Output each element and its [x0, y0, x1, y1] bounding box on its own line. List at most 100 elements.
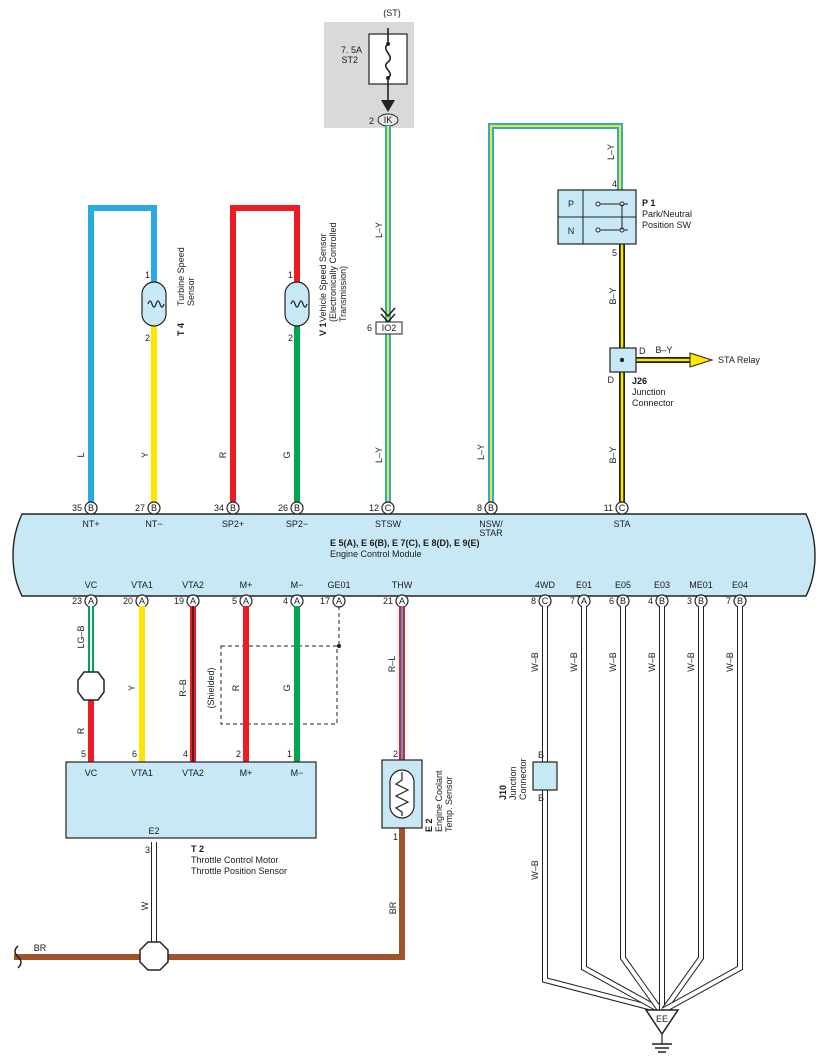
- ecm-pin-conn: C: [542, 596, 549, 606]
- wire-thw: R–L: [387, 606, 405, 760]
- j26-line2: Connector: [632, 398, 674, 408]
- wire-vta2: R–B (Shielded): [178, 606, 216, 762]
- wire-label-by-1: B–Y: [608, 287, 618, 304]
- j10-junction-connector: B B J10 Junction Connector: [498, 750, 558, 803]
- wire-label-g-m: G: [282, 684, 292, 691]
- wire-label-ly-2: L–Y: [374, 447, 384, 463]
- ecm-pin-num: 3: [687, 596, 692, 606]
- ecm-pin-label: VTA2: [182, 580, 204, 590]
- turbine-id: T 4: [176, 323, 186, 336]
- wire-label-l: L: [76, 452, 86, 457]
- ecm-pin-label: VC: [85, 580, 98, 590]
- pn-pin-top: 4: [612, 179, 617, 189]
- ecm-pin-num: 11: [604, 503, 613, 513]
- ecm-pin-label: STSW: [375, 519, 402, 529]
- ecm-pin-label: E05: [615, 580, 631, 590]
- coil-icon: [147, 300, 165, 308]
- vehicle-speed-sensor: 1 2 V 1 Vehicle Speed Sensor (Electronic…: [284, 222, 348, 343]
- ecm-pin-num: 8: [477, 503, 482, 513]
- ecm-pin-conn: B: [488, 503, 494, 513]
- ecm-pin-label: M−: [291, 580, 304, 590]
- throttle-pin-label: M+: [240, 768, 253, 778]
- throttle-pin-num: 6: [132, 749, 137, 759]
- wire-label-r-vc: R: [76, 727, 86, 734]
- wire-label-w: W: [140, 901, 150, 910]
- splice-octagon-icon: [77, 671, 105, 701]
- fuse-connector-name: IK: [384, 115, 393, 125]
- ecm-pin-label: GE01: [327, 580, 350, 590]
- wire-by-sta: B–Y B–Y B–Y STA Relay: [608, 244, 760, 502]
- ecm-pin-label: E03: [654, 580, 670, 590]
- ecm-pin-conn: B: [230, 503, 236, 513]
- coolant-pin-bottom: 1: [393, 832, 398, 842]
- ecm-pin-conn: A: [190, 596, 196, 606]
- ecm-pin-label: NT−: [145, 519, 162, 529]
- park-neutral-switch: P N 4 5 P 1 Park/Neutral Position SW: [557, 179, 692, 258]
- ecm-pin-num: 26: [278, 503, 288, 513]
- wire-label-wb-5: W–B: [686, 652, 696, 672]
- thermistor-icon: [394, 772, 410, 816]
- ecm-pin-num: 7: [726, 596, 731, 606]
- ecm-pin-conn: A: [139, 596, 145, 606]
- ecm-pin-label: VTA1: [131, 580, 153, 590]
- throttle-pin-num: 5: [81, 749, 86, 759]
- wire-label-by-3: B–Y: [655, 345, 672, 355]
- ecm-pin-conn: C: [619, 503, 626, 513]
- ecm-pin-conn: B: [737, 596, 743, 606]
- shielded-label: (Shielded): [206, 667, 216, 708]
- throttle-pin-num: 2: [236, 749, 241, 759]
- throttle-line1: Throttle Control Motor: [191, 855, 279, 865]
- ecm-pin-num: 4: [648, 596, 653, 606]
- wire-break-icon: [14, 945, 22, 969]
- ecm-pin-conn: C: [385, 503, 392, 513]
- ecm-name: Engine Control Module: [330, 549, 422, 559]
- wire-label-by-2: B–Y: [608, 446, 618, 463]
- coolant-line2: Temp. Sensor: [444, 776, 454, 832]
- ecm-pin-label: ME01: [689, 580, 713, 590]
- ecm-star-label: STAR: [479, 528, 503, 538]
- vss-line3: Transmission): [338, 266, 348, 322]
- pn-pos-n: N: [568, 226, 575, 236]
- ecm-pin-num: 6: [609, 596, 614, 606]
- j10-line1: Junction: [508, 766, 518, 800]
- ecm-pin-num: 27: [135, 503, 145, 513]
- j26-pin-right: D: [639, 346, 646, 356]
- ecm-pin-num: 23: [72, 596, 82, 606]
- wire-m-plus: R: [231, 606, 249, 762]
- wire-label-ly-4: L–Y: [606, 144, 616, 160]
- pn-pos-p: P: [568, 199, 574, 209]
- wire-label-y-vta1: Y: [127, 685, 137, 691]
- j26-line1: Junction: [632, 387, 666, 397]
- throttle-line2: Throttle Position Sensor: [191, 866, 287, 876]
- wire-label-wb-6: W–B: [725, 652, 735, 672]
- ecm-pin-label: NSW/: [479, 519, 503, 529]
- j10-pin-top: B: [538, 750, 544, 760]
- fuse-circuit-label: (ST): [383, 8, 401, 18]
- wire-br: BR BR: [14, 828, 405, 969]
- ecm-pin-bottom-3: A5M+: [232, 580, 253, 608]
- ecm-pin-label: SP2+: [222, 519, 244, 529]
- splice-octagon-icon: [139, 941, 169, 971]
- ecm-top-pins: B35NT+B27NT−B34SP2+B26SP2−C12STSWB8NSW/C…: [72, 501, 630, 529]
- vss-pin1: 1: [288, 270, 293, 280]
- turbine-pin1: 1: [145, 270, 150, 280]
- throttle-pin-label: VC: [85, 768, 98, 778]
- ecm-pin-num: 8: [531, 596, 536, 606]
- ecm-pin-conn: B: [151, 503, 157, 513]
- fuse-pin-num: 2: [369, 116, 374, 126]
- wire-ly-stsw: IO2 6 L–Y L–Y: [367, 126, 403, 502]
- ground-label: EE: [656, 1014, 668, 1024]
- engine-control-module: E 5(A), E 6(B), E 7(C), E 8(D), E 9(E) E…: [12, 501, 816, 608]
- vss-line2: (Electronically Controlled: [328, 222, 338, 322]
- ecm-pin-label: E01: [576, 580, 592, 590]
- vss-id: V 1: [318, 322, 328, 336]
